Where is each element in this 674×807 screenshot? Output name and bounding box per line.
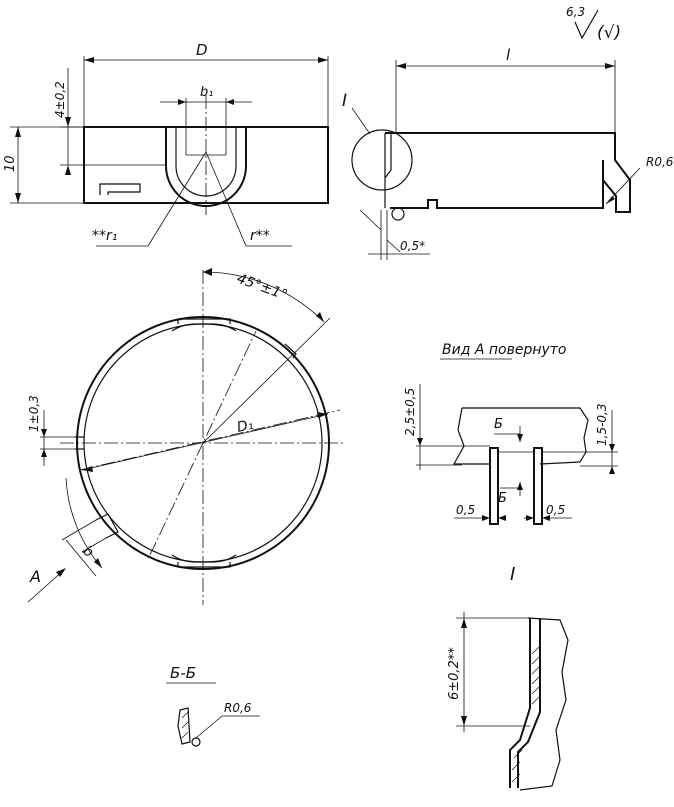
dim-D: D [196, 41, 208, 59]
roughness-symbol: 6,3 (√) [566, 5, 621, 43]
label-r: r** [250, 228, 270, 244]
label-R0-6-section: R0,6 [224, 701, 252, 715]
view-arrow-A: A [29, 567, 41, 586]
detail-marker-I: I [342, 91, 347, 111]
roughness-parenthetical: (√) [597, 23, 621, 43]
section-bb: Б-Б R0,6 [166, 664, 260, 747]
view-a: Вид А повернуто 2,5±0,5 1,5-0,3 Б Б [403, 342, 618, 525]
dim-10: 10 [3, 155, 18, 172]
dim-45-deg: 45°±1° [235, 271, 290, 304]
dim-6-0-2: 6±0,2** [447, 647, 462, 700]
view-a-title: Вид А повернуто [442, 342, 567, 358]
dim-0-5-star: 0,5* [400, 239, 425, 253]
circle-view: 45°±1° D₁ 1±0,3 b A [27, 268, 345, 605]
detail-i: I 6±0,2** [447, 564, 569, 791]
section-bb-title: Б-Б [170, 664, 196, 682]
label-R0-6-side: R0,6 [646, 155, 674, 169]
dim-4-0-2: 4±0,2 [53, 81, 67, 118]
dim-b1: b₁ [200, 85, 213, 100]
section-mark-top: Б [494, 417, 503, 432]
dim-1-5: 1,5-0,3 [595, 404, 609, 447]
front-view: D b₁ 4±0,2 10 **r₁ r** [3, 41, 329, 247]
dim-gap-left: 0,5 [456, 503, 475, 517]
section-mark-bottom: Б [498, 491, 507, 506]
dim-D1: D₁ [236, 417, 255, 436]
roughness-value: 6,3 [566, 5, 585, 19]
side-view: I l R0,6 0,5* [342, 46, 674, 260]
label-r1: **r₁ [92, 228, 117, 244]
dim-2-5: 2,5±0,5 [403, 388, 417, 436]
dim-l: l [506, 46, 511, 64]
dim-gap-right: 0,5 [546, 503, 565, 517]
dim-1-0-3: 1±0,3 [27, 395, 41, 432]
detail-i-title: I [510, 564, 515, 585]
